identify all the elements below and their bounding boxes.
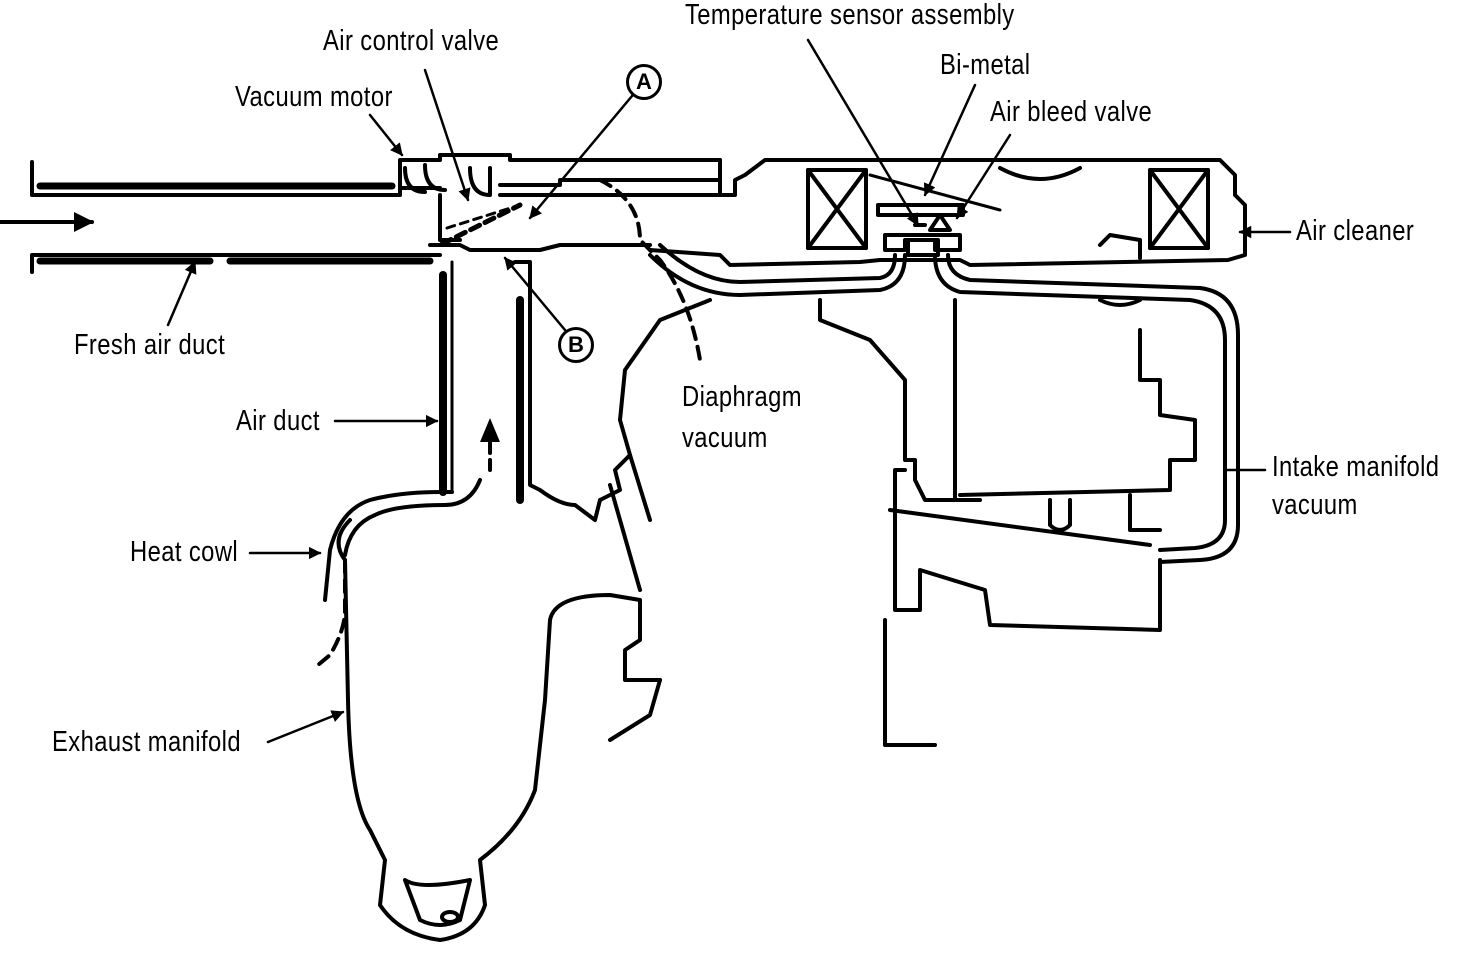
intake-manifold-body <box>818 298 1197 747</box>
air-duct-drawing <box>316 260 602 667</box>
label-exhaust-manifold: Exhaust manifold <box>52 726 241 758</box>
label-temperature-sensor-assembly: Temperature sensor assembly <box>685 0 1015 31</box>
leader-lines <box>166 38 1292 744</box>
label-air-control-valve: Air control valve <box>323 25 500 57</box>
marker-b: B <box>558 327 594 363</box>
label-vacuum-motor: Vacuum motor <box>235 81 393 113</box>
label-fresh-air-duct: Fresh air duct <box>74 329 226 361</box>
label-heat-cowl: Heat cowl <box>130 536 239 568</box>
label-intake-manifold-vacuum-line1: Intake manifold <box>1272 451 1440 483</box>
air-control-valve-flap <box>439 202 523 247</box>
temperature-sensor-assembly <box>876 203 965 257</box>
label-diaphragm-vacuum-line2: vacuum <box>682 422 768 454</box>
label-bi-metal: Bi-metal <box>940 49 1031 81</box>
label-diaphragm-vacuum-line1: Diaphragm <box>682 381 803 413</box>
fresh-air-duct-drawing <box>0 160 442 274</box>
label-air-duct: Air duct <box>236 405 320 437</box>
marker-a: A <box>626 64 662 100</box>
label-air-bleed-valve: Air bleed valve <box>990 96 1153 128</box>
intake-vacuum-tubes <box>648 243 1240 564</box>
label-intake-manifold-vacuum-line2: vacuum <box>1272 489 1358 521</box>
exhaust-manifold-drawing <box>336 298 712 942</box>
snorkel-body <box>398 153 722 252</box>
label-air-cleaner: Air cleaner <box>1296 215 1415 247</box>
diaphragm-vacuum-line <box>598 178 702 362</box>
